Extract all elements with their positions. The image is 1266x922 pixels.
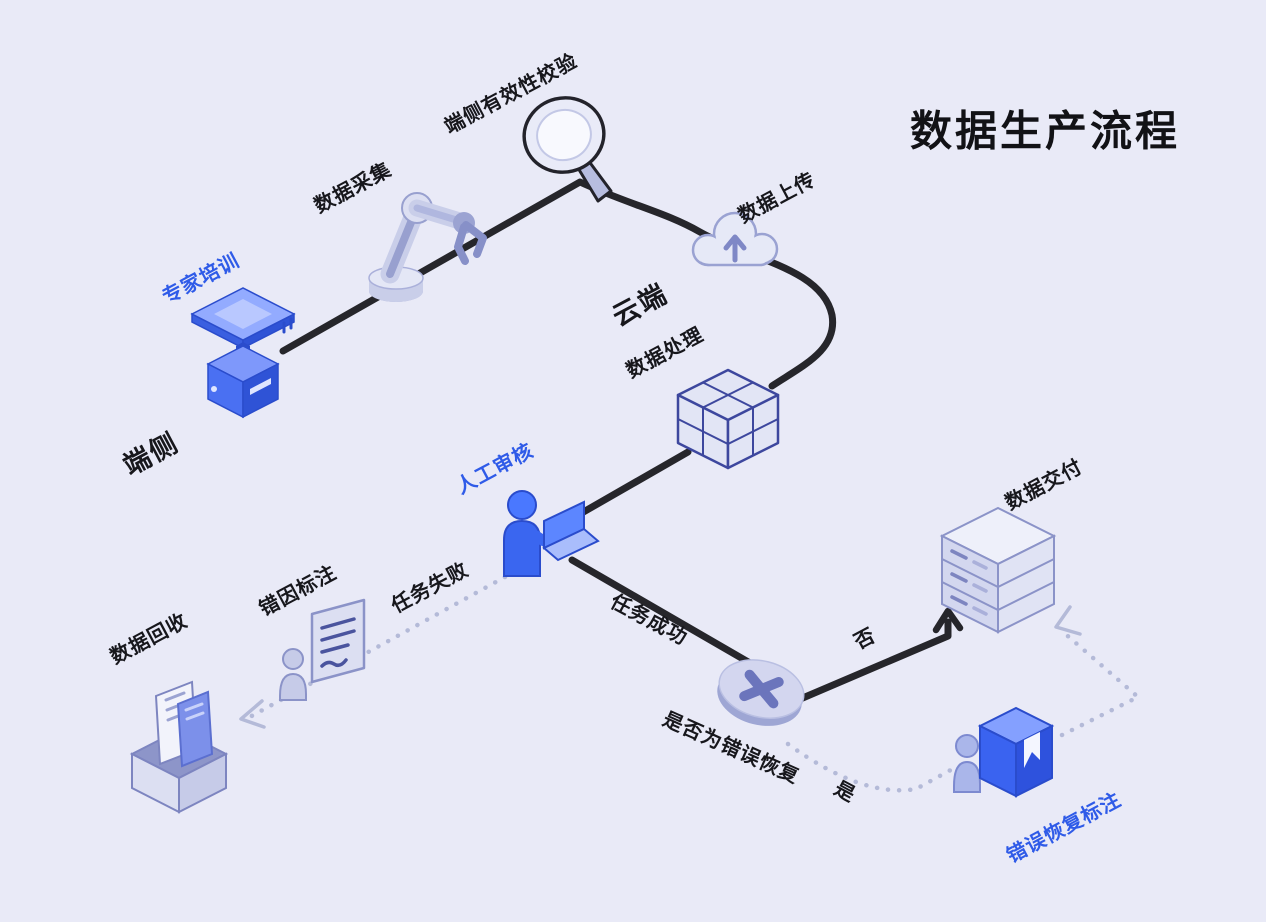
error-doc-icon bbox=[278, 582, 378, 709]
server-icon bbox=[936, 502, 1061, 642]
edge-recovery-to-delivery-dotted bbox=[1059, 628, 1143, 738]
data-cube-icon bbox=[672, 364, 784, 477]
edge-no bbox=[794, 618, 952, 704]
edge-processing-to-review bbox=[562, 448, 692, 526]
recovery-book-icon bbox=[950, 686, 1068, 809]
decision-x-icon bbox=[712, 640, 810, 747]
arrowhead-to-recycle bbox=[239, 699, 266, 729]
arrowhead-to-delivery-dotted bbox=[1054, 605, 1082, 636]
robot-arm-icon bbox=[346, 172, 496, 312]
cloud-upload-icon bbox=[688, 206, 783, 291]
edge-yes-dotted bbox=[785, 741, 961, 793]
arrowhead-to-delivery bbox=[932, 607, 964, 634]
reviewer-person-icon bbox=[492, 488, 607, 593]
edge-task-success bbox=[568, 556, 754, 667]
recycle-box-icon bbox=[120, 666, 238, 819]
diagram-title: 数据生产流程 bbox=[909, 107, 1181, 155]
magnifier-icon bbox=[518, 92, 618, 212]
training-machine-icon bbox=[184, 276, 302, 426]
